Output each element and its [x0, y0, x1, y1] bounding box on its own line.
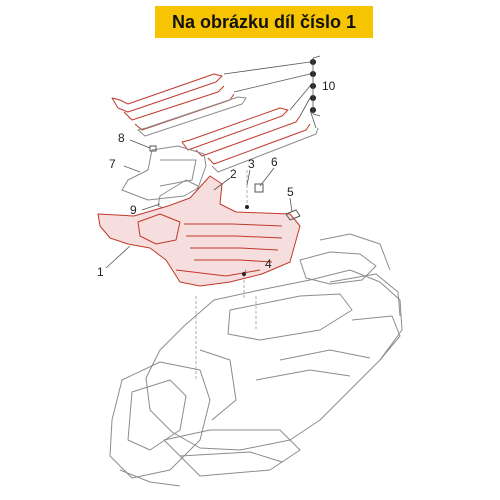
footboard-part-1 — [97, 175, 301, 287]
callout-7: 7 — [109, 157, 116, 171]
screw-set-10 — [223, 55, 321, 129]
banner-title: Na obrázku díl číslo 1 — [171, 11, 357, 32]
clip-6 — [254, 183, 264, 193]
screw-5 — [285, 209, 301, 221]
callout-6: 6 — [271, 155, 278, 169]
callout-leaders — [105, 139, 293, 275]
trim-strip-lower — [181, 107, 319, 173]
callout-4: 4 — [265, 257, 272, 271]
part-banner: Na obrázku díl číslo 1 — [155, 6, 373, 38]
callout-1: 1 — [97, 265, 104, 279]
callout-9: 9 — [130, 203, 137, 217]
callout-10: 10 — [322, 79, 336, 93]
callout-2: 2 — [230, 167, 237, 181]
callout-5: 5 — [287, 185, 294, 199]
pin-3 — [245, 170, 249, 209]
scooter-frame — [109, 233, 403, 487]
callout-3: 3 — [248, 157, 255, 171]
callout-8: 8 — [118, 131, 125, 145]
leg-shield-panel — [121, 145, 207, 201]
fastener-8 — [149, 145, 157, 152]
trim-strip-upper — [111, 73, 247, 137]
